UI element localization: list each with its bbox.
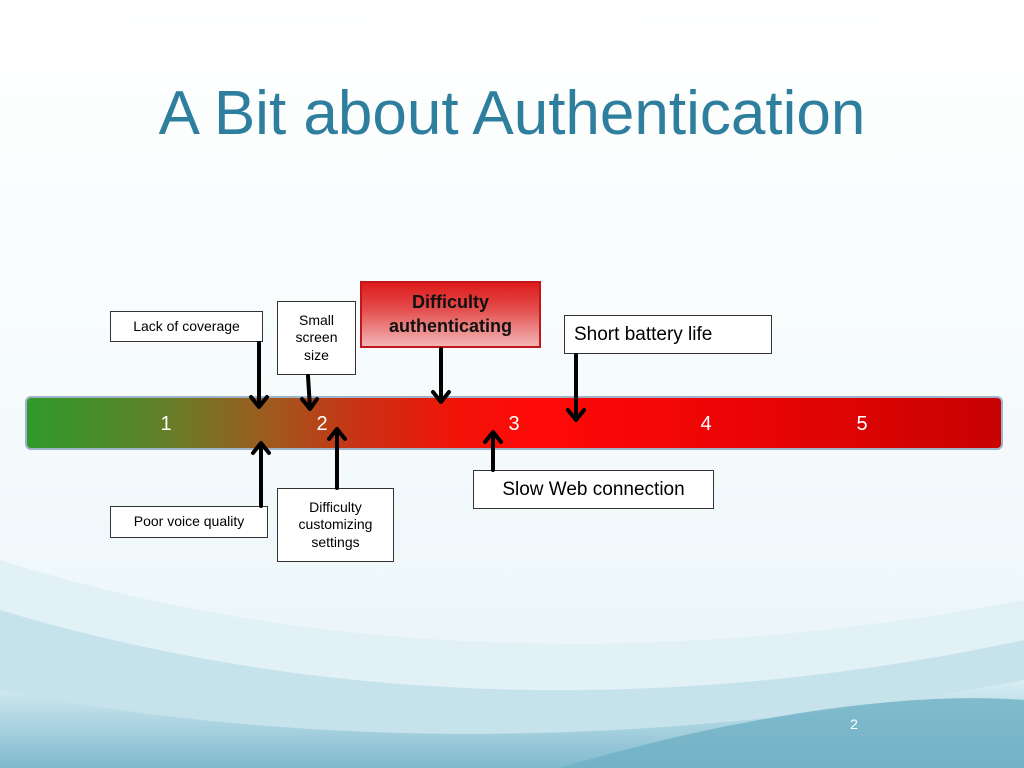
- label-short-battery-life: Short battery life: [564, 315, 772, 354]
- severity-scale-bar: [25, 396, 1003, 450]
- label-difficulty-customizing-settings: Difficulty customizing settings: [277, 488, 394, 562]
- slide-title: A Bit about Authentication: [158, 79, 866, 148]
- label-poor-voice-quality: Poor voice quality: [110, 506, 268, 538]
- label-slow-web-connection: Slow Web connection: [473, 470, 714, 509]
- scale-tick-1: 1: [160, 413, 172, 435]
- scale-tick-5: 5: [856, 413, 868, 435]
- scale-tick-3: 3: [508, 413, 520, 435]
- label-lack-of-coverage: Lack of coverage: [110, 311, 263, 342]
- page-number: 2: [850, 716, 858, 732]
- label-small-screen-size: Small screen size: [277, 301, 356, 375]
- scale-tick-2: 2: [316, 413, 328, 435]
- scale-tick-4: 4: [700, 413, 712, 435]
- label-difficulty-authenticating: Difficulty authenticating: [360, 281, 541, 348]
